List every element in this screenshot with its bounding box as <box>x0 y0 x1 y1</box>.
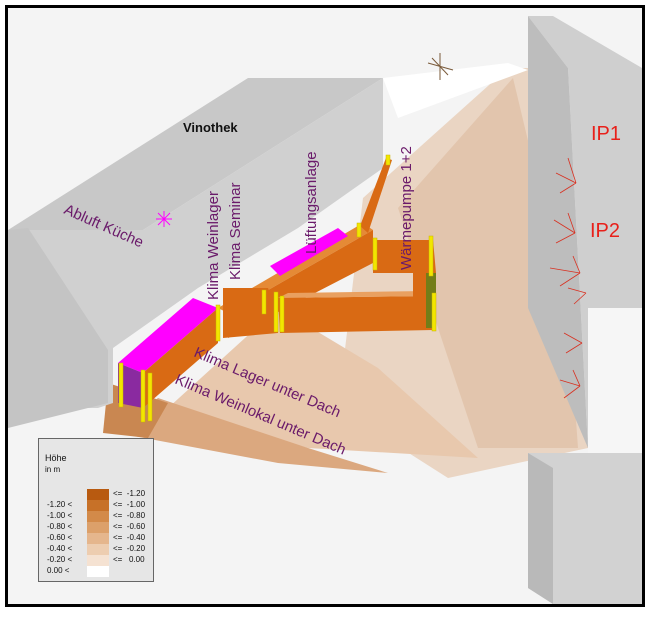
vinothek-building-front <box>8 228 108 428</box>
label-klima-weinlager: Klima Weinlager <box>205 191 222 300</box>
ip-red-spikes <box>549 157 587 399</box>
legend-swatch <box>87 555 109 566</box>
legend-right-label: <= -0.60 <box>113 522 146 531</box>
legend-left-label: -1.20 < <box>47 500 73 509</box>
legend-swatch <box>87 489 109 500</box>
lueftung-box-top <box>278 291 433 298</box>
height-legend: Höhe in m <= -1.20 <= -1.00 <= -0.80 <= -0.… <box>38 438 154 582</box>
label-ip1: IP1 <box>591 123 621 145</box>
label-waermepumpe: Wärmepumpe 1+2 <box>398 146 415 270</box>
legend-swatch <box>87 544 109 555</box>
legend-right-label: <= 0.00 <box>113 555 145 564</box>
north-arrow-symbol <box>427 53 454 80</box>
legend-swatches <box>87 489 109 577</box>
legend-left-label: -0.40 < <box>47 544 73 553</box>
terrain-lower-wedge2 <box>118 398 388 473</box>
magenta-strip <box>270 228 348 276</box>
legend-left-label: -0.80 < <box>47 522 73 531</box>
legend-right-label: <= -0.20 <box>113 544 146 553</box>
waermepumpe-box <box>373 240 436 273</box>
klima-lager-block-side <box>143 308 218 408</box>
terrain-lower-wedge <box>168 308 478 458</box>
right-building-lower-face <box>528 453 553 604</box>
diagonal-duct <box>360 158 392 233</box>
legend-right-label: <= -1.00 <box>113 500 146 509</box>
klima-seminar-box <box>223 288 278 338</box>
yellow-posts <box>118 154 437 423</box>
legend-swatch <box>87 533 109 544</box>
label-lueftungsanlage: Lüftungsanlage <box>303 151 320 254</box>
scene-frame: Vinothek Abluft Küche Klima Weinlager Kl… <box>5 5 645 607</box>
legend-title: Höhe <box>45 453 67 463</box>
abluft-star-icon <box>156 211 172 227</box>
vinothek-building-top <box>8 78 383 230</box>
scene-3d-view: Vinothek Abluft Küche Klima Weinlager Kl… <box>8 8 642 604</box>
legend-swatch <box>87 511 109 522</box>
legend-left-label: 0.00 < <box>47 566 70 575</box>
legend-left-label: -0.60 < <box>47 533 73 542</box>
white-road <box>383 63 528 118</box>
legend-left-label: -0.20 < <box>47 555 73 564</box>
label-ip2: IP2 <box>590 220 620 242</box>
klima-lager-block-front <box>118 363 143 408</box>
right-building-lower <box>528 453 642 604</box>
legend-right-label: <= -0.40 <box>113 533 146 542</box>
legend-swatch <box>87 566 109 577</box>
legend-right-label: <= -1.20 <box>113 489 146 498</box>
label-klima-seminar: Klima Seminar <box>227 182 244 280</box>
label-vinothek: Vinothek <box>183 120 238 135</box>
legend-unit: in m <box>45 465 61 474</box>
legend-swatch <box>87 522 109 533</box>
vinothek-building-side <box>8 78 383 408</box>
right-white-strip <box>588 308 642 453</box>
lueftung-box <box>278 296 433 333</box>
right-building-face <box>528 16 588 448</box>
legend-right-label: <= -0.80 <box>113 511 146 520</box>
klima-lager-block-top <box>118 298 218 373</box>
legend-swatch <box>87 500 109 511</box>
legend-left-label: -1.00 < <box>47 511 73 520</box>
